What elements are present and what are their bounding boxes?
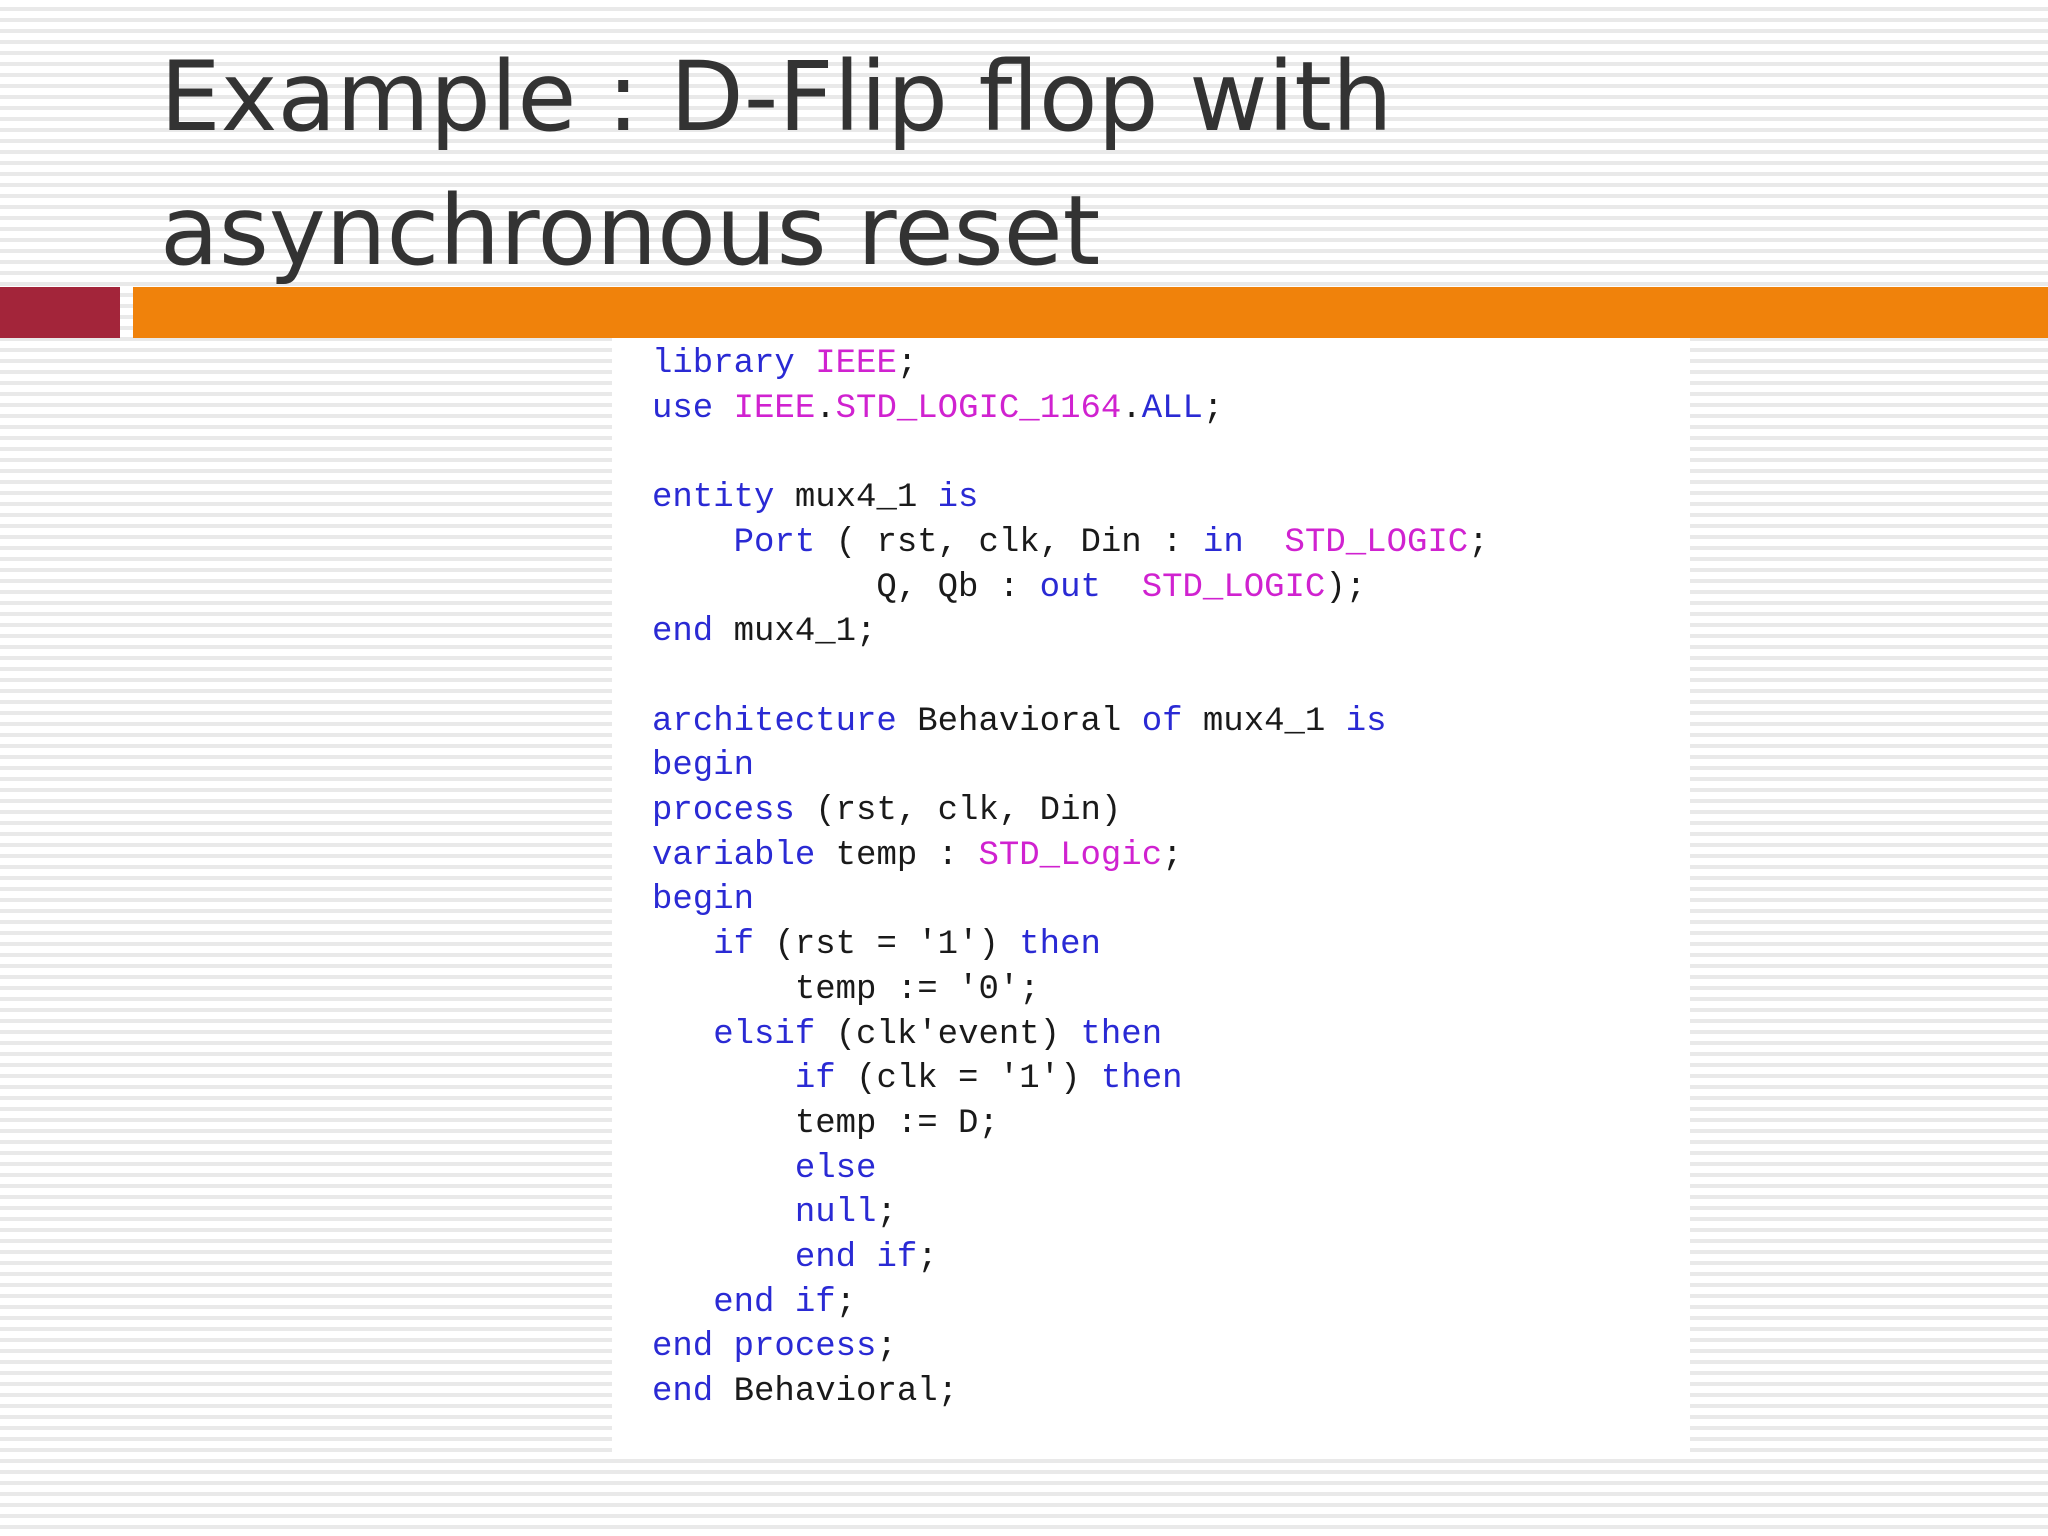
code-line: temp := '0';	[652, 968, 1040, 1012]
code-keyword: begin	[652, 747, 755, 786]
code-line: end process;	[652, 1325, 897, 1369]
code-keyword: end	[652, 1373, 714, 1412]
code-text: ;	[917, 1239, 938, 1277]
code-keyword: in	[1202, 523, 1244, 562]
code-keyword: null	[794, 1194, 877, 1233]
code-line: Port ( rst, clk, Din : in STD_LOGIC;	[652, 521, 1489, 565]
code-text: ;	[1468, 523, 1489, 562]
code-keyword: variable	[652, 836, 816, 875]
code-type: STD_LOGIC	[1141, 568, 1326, 607]
code-text	[652, 1150, 795, 1188]
code-line: temp := D;	[652, 1102, 999, 1146]
code-line: variable temp : STD_Logic;	[652, 834, 1183, 878]
code-text: Behavioral;	[713, 1373, 959, 1412]
code-type: STD_LOGIC_1164	[835, 389, 1122, 428]
code-text	[652, 1016, 713, 1054]
code-text	[1244, 524, 1285, 562]
code-line: library IEEE;	[652, 342, 917, 386]
code-text	[1101, 569, 1142, 607]
code-keyword: else	[794, 1149, 877, 1188]
code-text: (rst, clk, Din)	[794, 792, 1122, 830]
code-line: if (rst = '1') then	[652, 923, 1101, 967]
code-keyword: if	[713, 926, 755, 965]
code-line: if (clk = '1') then	[652, 1057, 1183, 1101]
accent-bar-red	[0, 287, 120, 338]
code-type: STD_Logic	[978, 836, 1163, 875]
code-listing: library IEEE;use IEEE.STD_LOGIC_1164.ALL…	[612, 338, 1690, 1456]
code-keyword: then	[1100, 1060, 1183, 1099]
code-keyword: then	[1019, 926, 1101, 965]
code-keyword: end process	[652, 1328, 877, 1367]
code-line: end mux4_1;	[652, 610, 876, 654]
code-line: begin	[652, 878, 754, 922]
code-text: ;	[876, 1194, 897, 1233]
code-keyword: of	[1141, 702, 1183, 741]
code-line: begin	[652, 744, 754, 788]
code-line: process (rst, clk, Din)	[652, 789, 1121, 833]
code-text: ;	[876, 1328, 897, 1367]
code-text	[652, 926, 713, 964]
code-line: Q, Qb : out STD_LOGIC);	[652, 566, 1366, 610]
code-keyword: ALL	[1141, 389, 1203, 428]
code-keyword: library	[652, 345, 795, 383]
code-text	[652, 1194, 795, 1232]
code-keyword: Port	[733, 523, 816, 562]
code-keyword: is	[1345, 702, 1387, 741]
code-line: else	[652, 1147, 877, 1191]
code-keyword: process	[652, 792, 795, 830]
code-text: mux4_1;	[713, 613, 877, 652]
code-text: temp :	[815, 836, 979, 875]
code-keyword: use	[652, 389, 714, 428]
code-text: );	[1325, 568, 1367, 607]
code-type: STD_LOGIC	[1284, 523, 1469, 562]
code-line: entity mux4_1 is	[652, 476, 978, 520]
code-line: null;	[652, 1191, 897, 1235]
code-text	[713, 390, 733, 428]
code-keyword: end if	[794, 1239, 918, 1277]
code-line: end if;	[652, 1281, 856, 1325]
accent-bar-orange	[133, 287, 2048, 338]
code-text: temp := '0';	[652, 970, 1040, 1009]
code-keyword: then	[1080, 1015, 1163, 1054]
code-line: end Behavioral;	[652, 1370, 958, 1414]
code-text	[652, 1060, 795, 1098]
code-keyword: end	[652, 613, 714, 652]
code-line: architecture Behavioral of mux4_1 is	[652, 700, 1387, 744]
code-text	[652, 1284, 713, 1322]
code-type: IEEE	[733, 389, 816, 428]
code-text	[652, 1239, 795, 1277]
code-keyword: elsif	[713, 1015, 816, 1054]
code-text: Behavioral	[896, 702, 1142, 741]
code-text: ;	[1202, 389, 1224, 428]
code-text: .	[1121, 389, 1142, 428]
code-text: ;	[835, 1283, 857, 1322]
code-keyword: out	[1039, 568, 1101, 607]
code-text: temp := D;	[652, 1104, 999, 1143]
code-text: mux4_1	[1182, 702, 1346, 741]
code-keyword: architecture	[652, 702, 897, 741]
code-line: elsif (clk'event) then	[652, 1013, 1162, 1057]
code-keyword: begin	[652, 881, 755, 920]
code-text: (clk = '1')	[835, 1060, 1101, 1099]
code-line: use IEEE.STD_LOGIC_1164.ALL;	[652, 387, 1223, 431]
code-text: ;	[1162, 836, 1183, 875]
code-text: Q, Qb :	[652, 568, 1040, 607]
code-text: ( rst, clk, Din :	[815, 523, 1203, 562]
code-keyword: end if	[713, 1283, 836, 1322]
code-text: (clk'event)	[815, 1015, 1081, 1054]
code-text: ;	[896, 345, 918, 383]
code-text: mux4_1	[774, 479, 938, 518]
code-text	[652, 524, 734, 562]
code-text	[795, 345, 815, 383]
code-text: .	[815, 389, 836, 428]
code-keyword: entity	[652, 479, 775, 518]
code-keyword: if	[794, 1060, 836, 1099]
code-line: end if;	[652, 1236, 938, 1280]
code-keyword: is	[937, 479, 979, 518]
slide-title: Example : D-Flip flop with asynchronous …	[160, 41, 1393, 287]
code-type: IEEE	[815, 345, 897, 383]
code-text: (rst = '1')	[754, 926, 1020, 965]
